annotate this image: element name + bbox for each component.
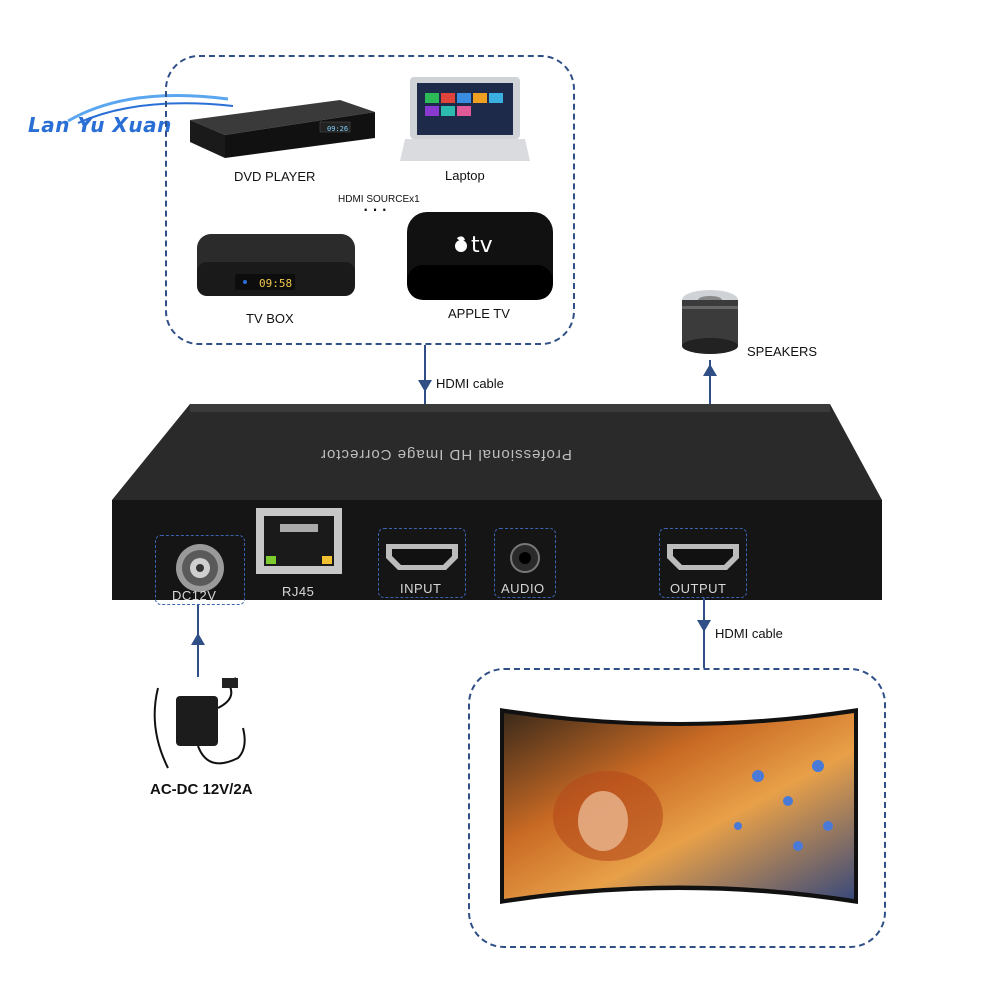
tv-box-icon: 09:58	[195, 232, 360, 302]
power-cable-arrow	[188, 605, 208, 685]
apple-tv-logo: tv	[471, 233, 493, 258]
svg-text:09:26: 09:26	[327, 125, 348, 133]
rj45-port-label: RJ45	[282, 584, 314, 599]
rj45-icon	[254, 506, 344, 576]
speakers-label: SPEAKERS	[747, 344, 817, 359]
laptop-label: Laptop	[445, 168, 485, 183]
curved-display-screen	[498, 706, 860, 906]
input-port-label: INPUT	[400, 581, 442, 596]
dc-port-label: DC12V	[172, 588, 216, 603]
hdmi-output-port-icon	[663, 542, 743, 572]
device-top-text: Professional HD Image Corrector	[320, 446, 572, 463]
tv-box-display: 09:58	[259, 277, 292, 290]
laptop-icon	[405, 75, 535, 165]
brand-logo: Lan Yu Xuan	[28, 113, 172, 137]
apple-tv-icon: tv	[405, 210, 555, 302]
dvd-player-label: DVD PLAYER	[234, 169, 315, 184]
power-label: AC-DC 12V/2A	[150, 781, 253, 798]
ellipsis-dots: ···	[362, 196, 390, 222]
hdmi-input-port-icon	[382, 542, 462, 572]
input-cable-label: HDMI cable	[436, 376, 504, 391]
audio-jack-icon	[505, 538, 545, 578]
power-adapter-icon	[148, 678, 258, 778]
dvd-player-icon: 09:26	[190, 100, 380, 160]
tv-box-label: TV BOX	[246, 311, 294, 326]
speaker-icon	[678, 288, 748, 358]
apple-tv-label: APPLE TV	[448, 306, 510, 321]
audio-port-label: AUDIO	[501, 581, 545, 596]
output-port-label: OUTPUT	[670, 581, 726, 596]
output-cable-arrow	[694, 598, 714, 678]
output-cable-label: HDMI cable	[715, 626, 783, 641]
